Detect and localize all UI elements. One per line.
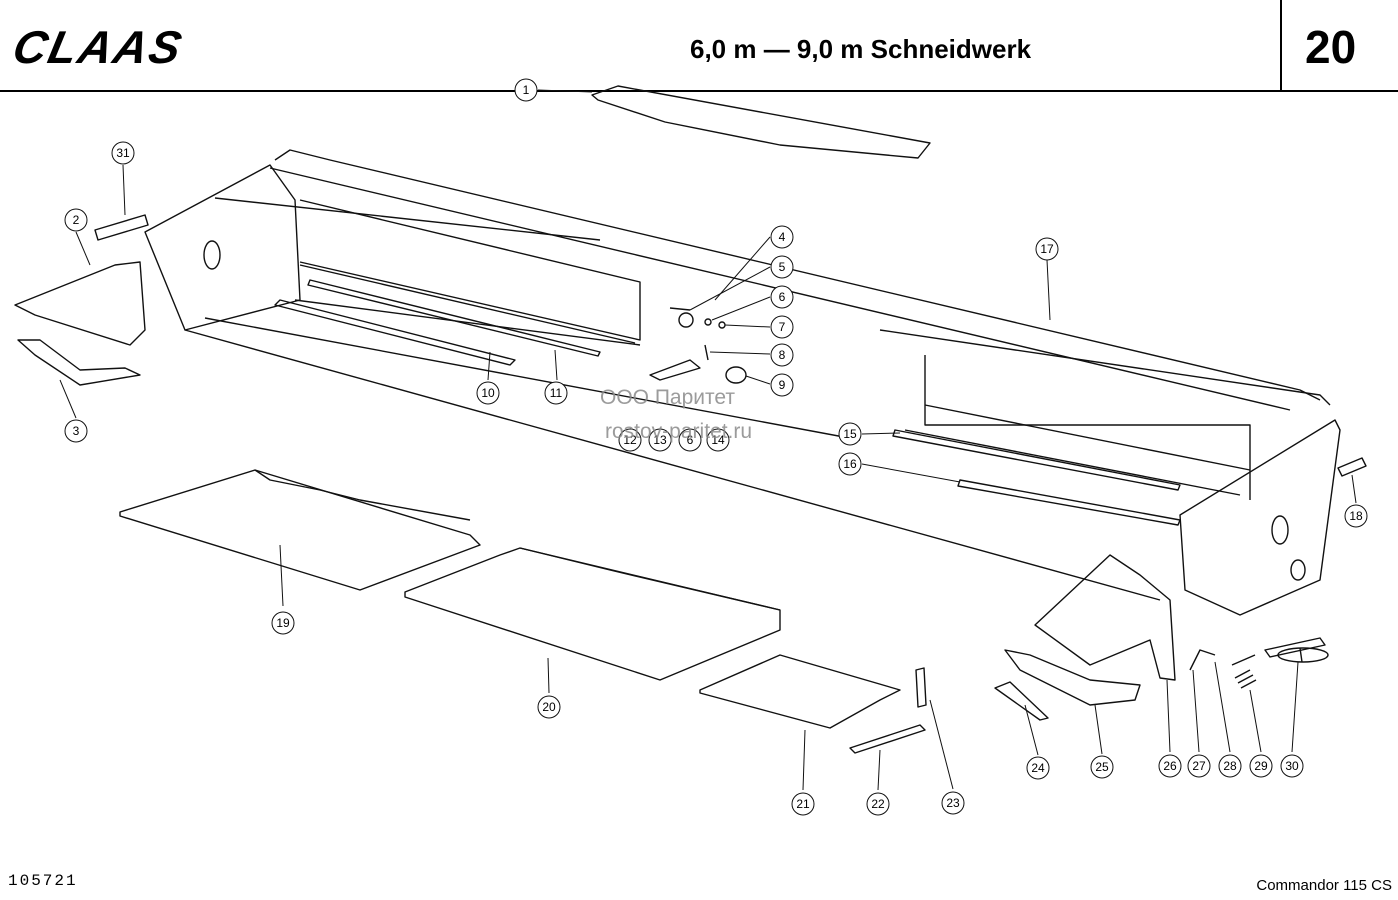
svg-text:11: 11 <box>550 386 563 400</box>
part-19-floor <box>119 469 481 591</box>
svg-text:17: 17 <box>1040 242 1054 256</box>
part-3-strip <box>17 339 141 386</box>
svg-text:4: 4 <box>779 230 786 244</box>
diagram-title: 6,0 m — 9,0 m Schneidwerk <box>690 34 1032 64</box>
svg-text:6: 6 <box>687 433 694 447</box>
header-divider <box>1280 0 1282 90</box>
svg-text:5: 5 <box>779 260 786 274</box>
callout-9: 9 <box>770 373 794 397</box>
svg-text:16: 16 <box>843 457 857 471</box>
callout-18: 18 <box>1344 504 1368 528</box>
callout-21: 21 <box>791 792 815 816</box>
svg-text:8: 8 <box>779 348 786 362</box>
callout-5: 5 <box>770 255 794 279</box>
callout-4: 4 <box>770 225 794 249</box>
callout-20: 20 <box>537 695 561 719</box>
svg-text:24: 24 <box>1031 761 1045 775</box>
callout-1: 1 <box>514 78 538 102</box>
svg-text:22: 22 <box>871 797 885 811</box>
svg-text:6: 6 <box>779 290 786 304</box>
callout-7: 7 <box>770 315 794 339</box>
header-rule <box>0 90 1398 92</box>
callout-17: 17 <box>1035 237 1059 261</box>
watermark-company: ООО Паритет <box>600 386 736 409</box>
part-25-guard <box>1004 649 1141 706</box>
callout-23: 23 <box>941 791 965 815</box>
callout-24: 24 <box>1026 756 1050 780</box>
svg-text:19: 19 <box>276 616 290 630</box>
callout-8: 8 <box>770 343 794 367</box>
svg-text:15: 15 <box>843 427 857 441</box>
svg-text:21: 21 <box>796 797 810 811</box>
model-name: Commandor 115 CS <box>1256 877 1392 894</box>
part-2-bracket <box>14 261 146 346</box>
svg-text:14: 14 <box>711 433 725 447</box>
svg-text:27: 27 <box>1192 759 1206 773</box>
svg-text:2: 2 <box>73 213 80 227</box>
part-1-cover <box>591 85 931 159</box>
callout-2: 2 <box>64 208 88 232</box>
svg-text:20: 20 <box>542 700 556 714</box>
callout-30: 30 <box>1280 754 1304 778</box>
svg-text:26: 26 <box>1163 759 1177 773</box>
watermark-url: rostov-paritet.ru <box>605 420 753 443</box>
callout-6: 6 <box>770 285 794 309</box>
callout-28: 28 <box>1218 754 1242 778</box>
svg-text:23: 23 <box>946 796 960 810</box>
part-21-plate <box>699 654 901 729</box>
callout-14: 14 <box>706 428 730 452</box>
part-24-guard <box>994 681 1049 721</box>
part-31-plate <box>94 214 149 241</box>
svg-text:7: 7 <box>779 320 786 334</box>
svg-text:30: 30 <box>1285 759 1299 773</box>
callout-15: 15 <box>838 422 862 446</box>
callout-11: 11 <box>544 381 568 405</box>
callout-12: 12 <box>618 428 642 452</box>
callout-3: 3 <box>64 419 88 443</box>
part-30-handle <box>1264 637 1326 663</box>
callout-22: 22 <box>866 792 890 816</box>
svg-text:18: 18 <box>1349 509 1363 523</box>
callout-25: 25 <box>1090 755 1114 779</box>
callout-bubbles: 1 2 3 4 5 6 7 8 9 10 11 15 16 17 18 19 2… <box>64 78 1368 816</box>
svg-text:12: 12 <box>623 433 637 447</box>
svg-text:31: 31 <box>116 146 130 160</box>
svg-text:1: 1 <box>523 83 530 97</box>
svg-text:25: 25 <box>1095 760 1109 774</box>
part-18-plate <box>1337 457 1367 477</box>
part-23-bracket <box>915 667 927 708</box>
svg-text:13: 13 <box>653 433 667 447</box>
part-29-spring <box>1234 669 1257 689</box>
svg-text:28: 28 <box>1223 759 1237 773</box>
part-26-side-plate <box>1034 554 1176 681</box>
callout-27: 27 <box>1187 754 1211 778</box>
callout-29: 29 <box>1249 754 1273 778</box>
svg-text:9: 9 <box>779 378 786 392</box>
callout-leaders <box>59 89 1357 791</box>
callout-16: 16 <box>838 452 862 476</box>
svg-text:10: 10 <box>481 386 495 400</box>
callout-13: 13 <box>648 428 672 452</box>
callout-31: 31 <box>111 141 135 165</box>
part-20-floor <box>404 547 781 681</box>
svg-text:29: 29 <box>1254 759 1268 773</box>
callout-26: 26 <box>1158 754 1182 778</box>
part-22-strip <box>849 724 926 754</box>
callout-6b: 6 <box>678 428 702 452</box>
document-number: 105721 <box>8 872 78 890</box>
trough-right-end <box>1179 419 1341 616</box>
trough-left-end <box>144 164 301 331</box>
page-number: 20 <box>1305 21 1357 73</box>
header: CLAAS 6,0 m — 9,0 m Schneidwerk 20 <box>0 0 1398 90</box>
svg-text:3: 3 <box>73 424 80 438</box>
callout-10: 10 <box>476 381 500 405</box>
callout-19: 19 <box>271 611 295 635</box>
